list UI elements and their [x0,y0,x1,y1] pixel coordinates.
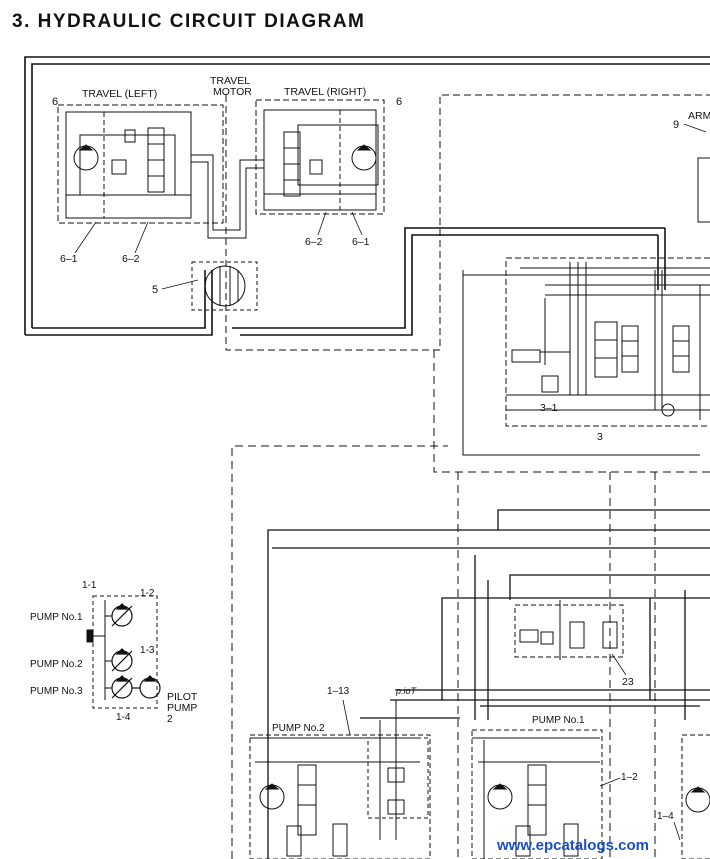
control-valve-boundary [505,257,710,427]
pump-fragment-right [681,734,710,859]
callout-5-leader [161,279,199,290]
label-pilot-handwritten: p.ioT [395,686,418,696]
relief-valve-3-1 [541,375,559,393]
arm-valve-block [697,157,710,223]
callout-leaders-left [74,221,149,254]
callout-5: 5 [152,284,158,296]
callout-1-13: 1–13 [327,686,350,697]
callout-6-1-left: 6–1 [60,253,78,265]
callout-6-left: 6 [52,96,58,108]
watermark: www.epcatalogs.com [496,837,649,854]
callout-leaders-right [317,211,363,236]
callout-6-right: 6 [396,96,402,108]
callout-1-2-circuit: 1–2 [621,772,638,783]
callout-3-1: 3–1 [540,402,558,414]
label-pump-no3: PUMP No.3 [30,686,83,697]
dashed-boundaries [231,350,710,859]
label-travel-motor-line1: TRAVEL [210,75,250,87]
center-swivel-joint [191,94,710,351]
callout-1-1: 1-1 [82,580,97,591]
callout-23-leader [611,653,627,676]
page-title: 3. HYDRAULIC CIRCUIT DIAGRAM [12,11,365,32]
travel-right-dashed-boundary [255,99,385,215]
label-travel-motor-line2: MOTOR [213,86,252,98]
label-pump-no1: PUMP No.1 [30,612,83,623]
travel-left-motor [57,104,233,239]
pump-legend-boundary [92,595,158,709]
label-pilot-pump-line1: PILOT [167,691,198,703]
callout-3: 3 [597,431,603,443]
callout-1-13-leader [342,699,351,736]
travel-right-motor [233,99,385,239]
callout-1-4-circuit-leader [673,821,681,841]
label-circuit-pump-no1: PUMP No.1 [532,715,585,726]
callout-6-2-right: 6–2 [305,236,323,248]
valve-23 [514,600,624,660]
pump-no2-circuit [249,700,431,859]
travel-left-dashed-boundary [57,104,224,224]
spool-left [621,325,639,373]
callout-23: 23 [622,676,634,688]
label-travel-right: TRAVEL (RIGHT) [284,86,366,98]
main-pipe-lines [24,56,710,336]
label-travel-left: TRAVEL (LEFT) [82,88,157,100]
pump-1-icon [111,603,133,627]
callout-1-4: 1-4 [116,712,131,723]
label-pump-no2: PUMP No.2 [30,659,83,670]
travel-left-block [65,111,192,219]
lower-circuit-lines [267,509,710,859]
callout-6-1-right: 6–1 [352,236,370,248]
callout-9: 9 [673,119,679,131]
pilot-pump-icon [132,675,161,699]
callout-1-4-circuit: 1–4 [657,811,674,822]
label-arm: ARM [688,110,710,122]
spool-right [672,325,690,373]
callout-1-2: 1-2 [140,588,155,599]
pump-legend [86,595,158,709]
pump-3-icon [111,675,133,699]
callout-9-leader [683,123,707,133]
pump-2-icon [111,648,133,672]
pump-no1-circuit [471,729,603,859]
callout-6-2-left: 6–2 [122,253,140,265]
callout-1-3: 1-3 [140,645,155,656]
callout-1-2-circuit-leader [599,777,621,787]
label-pilot-pump-line2: PUMP [167,702,197,714]
callout-2: 2 [167,714,173,725]
control-valve-3 [462,257,710,456]
label-circuit-pump-no2: PUMP No.2 [272,723,325,734]
